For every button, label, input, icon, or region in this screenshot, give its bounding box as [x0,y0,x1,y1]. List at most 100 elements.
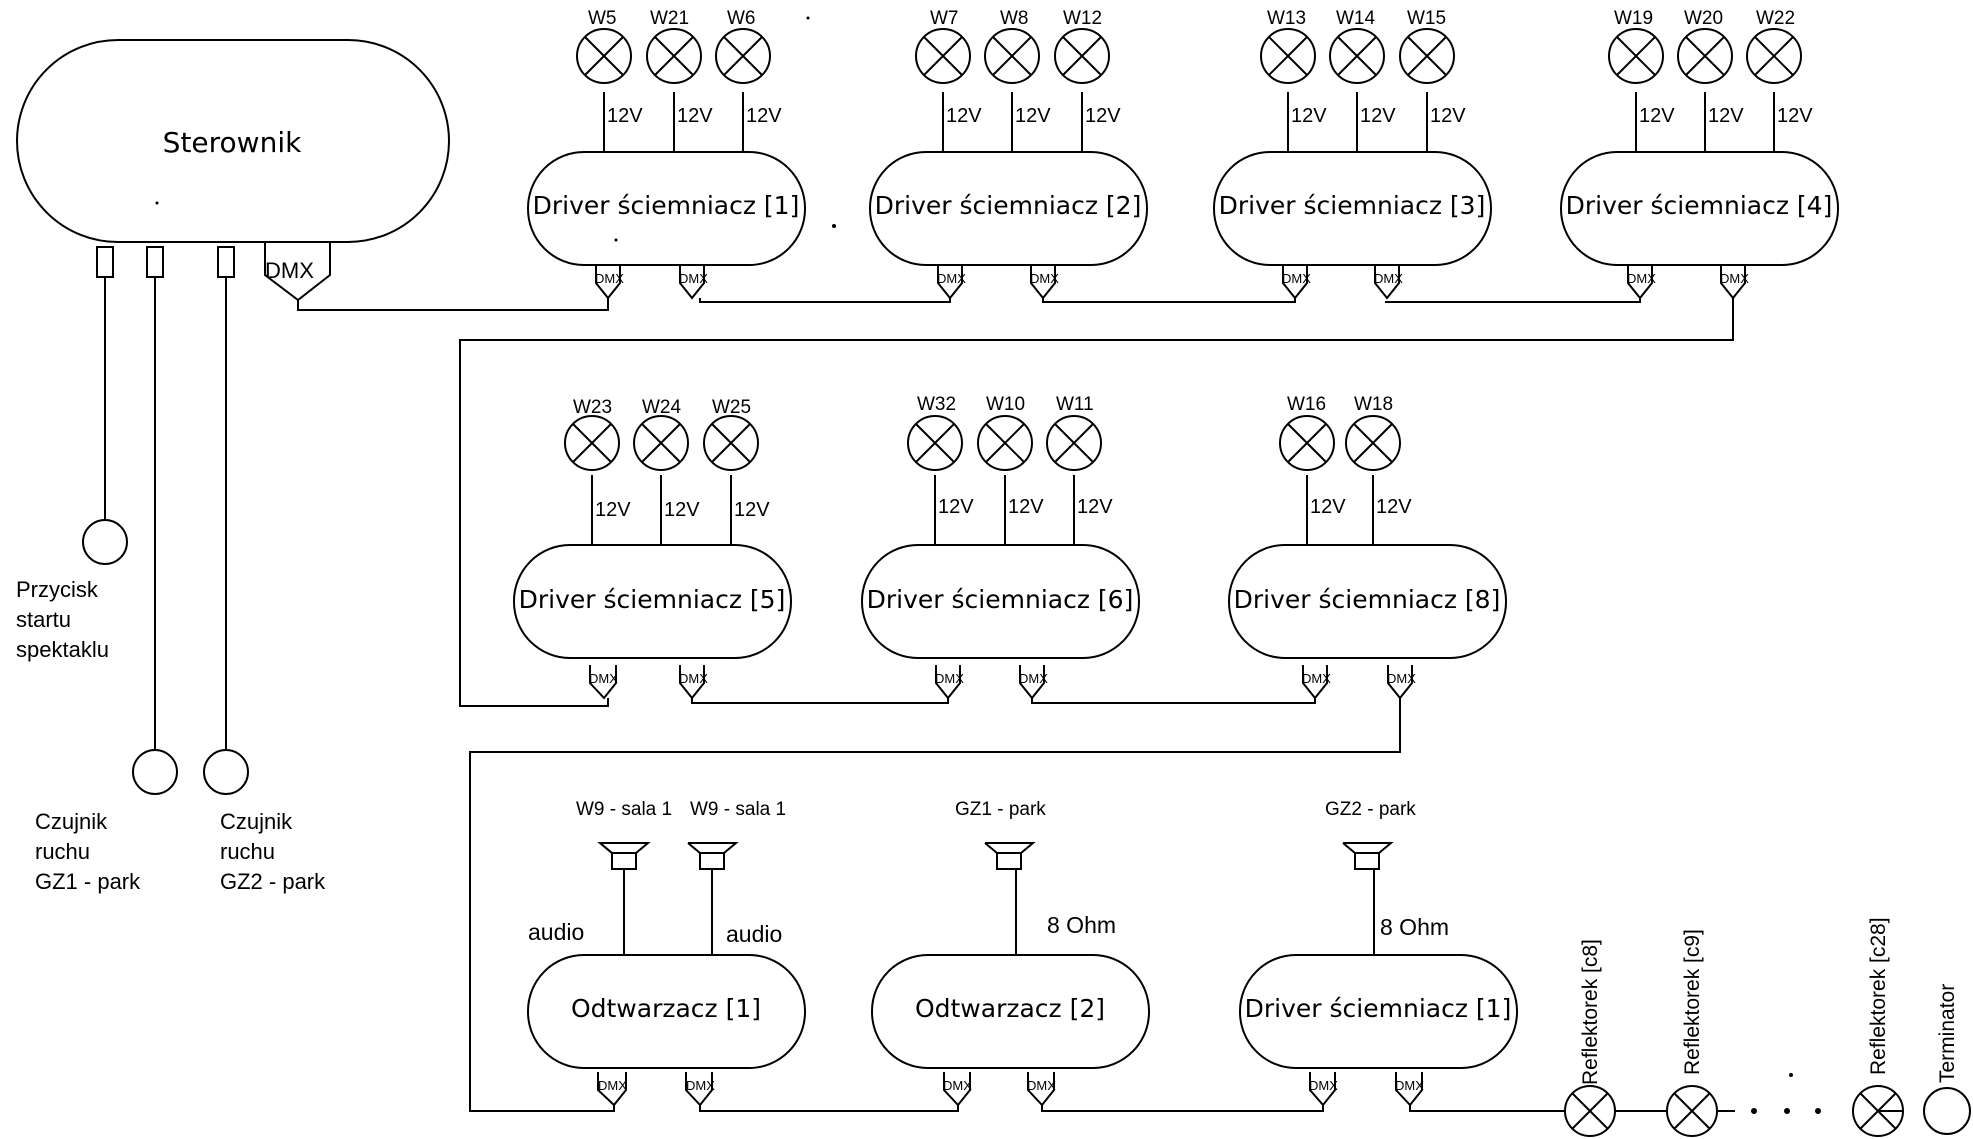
voltage-label: 12V [746,105,782,127]
svg-text:DMX: DMX [1302,671,1331,686]
dmx-port [1374,265,1400,300]
lamp-icon [715,28,771,84]
input-wiring [82,277,249,795]
driver-label: Driver ściemniacz [1] [1245,994,1512,1023]
voltage-label: 12V [677,105,713,127]
controller-label: Sterownik [163,126,302,159]
dmx-port [679,265,705,300]
lamp-label: W20 [1684,8,1723,29]
svg-text:ruchu: ruchu [220,839,275,864]
driver-shape [1560,151,1839,266]
lamp-icon [1608,28,1664,84]
dmx-port [1019,665,1045,700]
input-label-1: Przycisk startu spektaklu [16,577,109,662]
lamp-label: W32 [917,394,956,415]
driver-shape [1213,151,1492,266]
svg-text:DMX: DMX [679,271,708,286]
svg-text:ruchu: ruchu [35,839,90,864]
reflector-label: Reflektorek [c8] [1579,939,1602,1085]
voltage-label: 12V [946,105,982,127]
speaker-label: W9 - sala 1 [690,799,786,820]
svg-text:DMX: DMX [1027,1078,1056,1093]
voltage-label: 12V [1015,105,1051,127]
lamp-label: W10 [986,394,1025,415]
reflector-chain: Reflektorek [c8] Reflektorek [c9] Reflek… [1564,917,1971,1137]
svg-text:spektaklu: spektaklu [16,637,109,662]
driver-shape [513,544,792,659]
speaker-icon [597,842,651,870]
driver-label: Driver ściemniacz [2] [875,191,1142,220]
reflector-label: Reflektorek [c28] [1867,917,1890,1075]
voltage-label: 12V [1376,496,1412,518]
player-label: Odtwarzacz [2] [915,994,1105,1023]
dmx-port [597,1072,627,1107]
driver-shape [1239,954,1518,1069]
lamp-icon [977,415,1033,471]
svg-text:DMX: DMX [679,671,708,686]
controller-shape [16,39,450,243]
lamp-icon [1260,28,1316,84]
lamp-label: W15 [1407,8,1446,29]
dmx-port [1720,265,1746,300]
lamp-label: W11 [1056,394,1094,415]
controller: Sterownik DMX [16,39,450,302]
terminator-symbol [1923,1087,1971,1135]
svg-text:DMX: DMX [1395,1078,1424,1093]
driver-1: W5 W21 W6 12V 12V 12V Driver ściemniacz … [527,8,806,300]
lamp-icon [1677,28,1733,84]
svg-text:DMX: DMX [1030,271,1059,286]
lamp-label: W22 [1756,8,1795,29]
lamp-icon [1345,415,1401,471]
ellipsis-dot [1815,1108,1821,1114]
svg-text:startu: startu [16,607,71,632]
lamp-label: W7 [930,8,959,29]
dmx-bus [297,298,1734,1112]
lamp-icon [1329,28,1385,84]
controller-port-1 [96,246,114,278]
voltage-label: 12V [1077,496,1113,518]
voltage-label: 12V [1360,105,1396,127]
lamp-label: W8 [1000,8,1029,29]
svg-text:DMX: DMX [686,1078,715,1093]
lamp-icon [703,415,759,471]
reflector-icon [1666,1085,1718,1137]
svg-text:DMX: DMX [937,271,966,286]
driver-4: W19 W20 W22 12V 12V 12V Driver ściemniac… [1560,8,1839,300]
speaker-label: W9 - sala 1 [576,799,672,820]
driver-3: W13 W14 W15 12V 12V 12V Driver ściemniac… [1213,8,1492,300]
voltage-label: 12V [938,496,974,518]
driver-5: W23 W24 W25 12V 12V 12V Driver ściemniac… [513,397,792,700]
lamp-label: W14 [1336,8,1376,29]
reflector-label: Reflektorek [c9] [1681,929,1704,1075]
dmx-port [595,265,621,300]
dmx-port [1027,1072,1055,1107]
lamp-label: W13 [1267,8,1306,29]
reflector-icon [1852,1085,1904,1137]
voltage-label: 12V [1430,105,1466,127]
driver-6: W32 W10 W11 12V 12V 12V Driver ściemniac… [861,394,1140,700]
voltage-label: 12V [1777,105,1813,127]
lamp-icon [1054,28,1110,84]
controller-port-3 [217,246,235,278]
lamp-icon [646,28,702,84]
voltage-label: 12V [664,499,700,521]
lamp-icon [915,28,971,84]
voltage-label: 12V [1639,105,1675,127]
driver-shape [861,544,1140,659]
svg-text:DMX: DMX [589,671,618,686]
lamp-label: W18 [1354,394,1393,415]
dmx-port [1387,665,1413,700]
driver-label: Driver ściemniacz [6] [867,585,1134,614]
driver-label: Driver ściemniacz [4] [1566,191,1833,220]
driver-label: Driver ściemniacz [1] [533,191,800,220]
lamp-icon [1746,28,1802,84]
wire-label: audio [528,919,584,945]
driver-2: W7 W8 W12 12V 12V 12V Driver ściemniacz … [869,8,1148,300]
dmx-port [589,665,617,700]
dmx-port [1395,1072,1423,1107]
lamp-icon [633,415,689,471]
lamp-icon [984,28,1040,84]
reflector-icon [1564,1085,1616,1137]
voltage-label: 12V [734,499,770,521]
